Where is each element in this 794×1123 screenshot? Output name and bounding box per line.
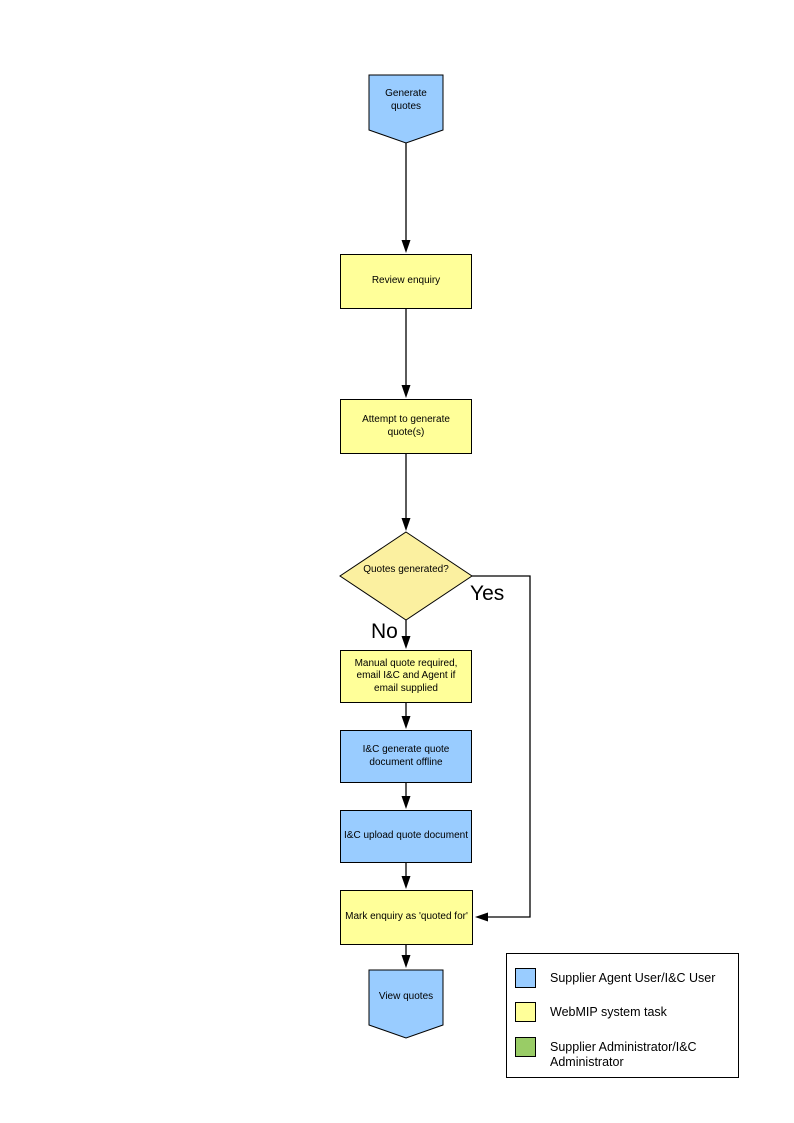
- step-manual-quote: Manual quote required, email I&C and Age…: [340, 650, 472, 703]
- step-generate-offline-label: I&C generate quote document offline: [362, 744, 450, 768]
- step-manual-quote-label: Manual quote required, email I&C and Age…: [354, 657, 458, 694]
- legend-box: Supplier Agent User/I&C User WebMIP syst…: [506, 953, 739, 1078]
- legend-label-system-task: WebMIP system task: [550, 1005, 667, 1019]
- legend-item-admin: Supplier Administrator/I&C Administrator: [515, 1037, 732, 1070]
- legend-swatch-supplier-user: [515, 968, 536, 988]
- legend-swatch-admin: [515, 1037, 536, 1057]
- step-attempt-generate: Attempt to generate quote(s): [340, 399, 472, 454]
- step-review-enquiry: Review enquiry: [340, 254, 472, 309]
- step-attempt-generate-label: Attempt to generate quote(s): [362, 414, 450, 438]
- step-mark-quoted-label: Mark enquiry as 'quoted for': [345, 911, 468, 923]
- no-branch-label: No: [371, 620, 398, 643]
- step-upload-document: I&C upload quote document: [340, 810, 472, 863]
- start-terminator-label: Generate quotes: [385, 88, 427, 112]
- legend-label-supplier-user: Supplier Agent User/I&C User: [550, 971, 716, 985]
- end-terminator-shape: [368, 969, 444, 1039]
- yes-branch-label: Yes: [470, 582, 505, 605]
- legend-item-system-task: WebMIP system task: [515, 1002, 732, 1022]
- step-review-enquiry-label: Review enquiry: [371, 275, 441, 287]
- decision-label: Quotes generated?: [363, 564, 449, 575]
- yes-branch-connector: [472, 575, 531, 922]
- decision-diamond-shape: [339, 531, 473, 621]
- legend-item-supplier-user: Supplier Agent User/I&C User: [515, 968, 732, 988]
- step-mark-quoted: Mark enquiry as 'quoted for': [340, 890, 473, 945]
- step-upload-document-label: I&C upload quote document: [344, 830, 468, 842]
- end-terminator-label: View quotes: [378, 991, 434, 1002]
- legend-swatch-system-task: [515, 1002, 536, 1022]
- legend-label-admin: Supplier Administrator/I&C Administrator: [550, 1040, 697, 1069]
- step-generate-offline: I&C generate quote document offline: [340, 730, 472, 783]
